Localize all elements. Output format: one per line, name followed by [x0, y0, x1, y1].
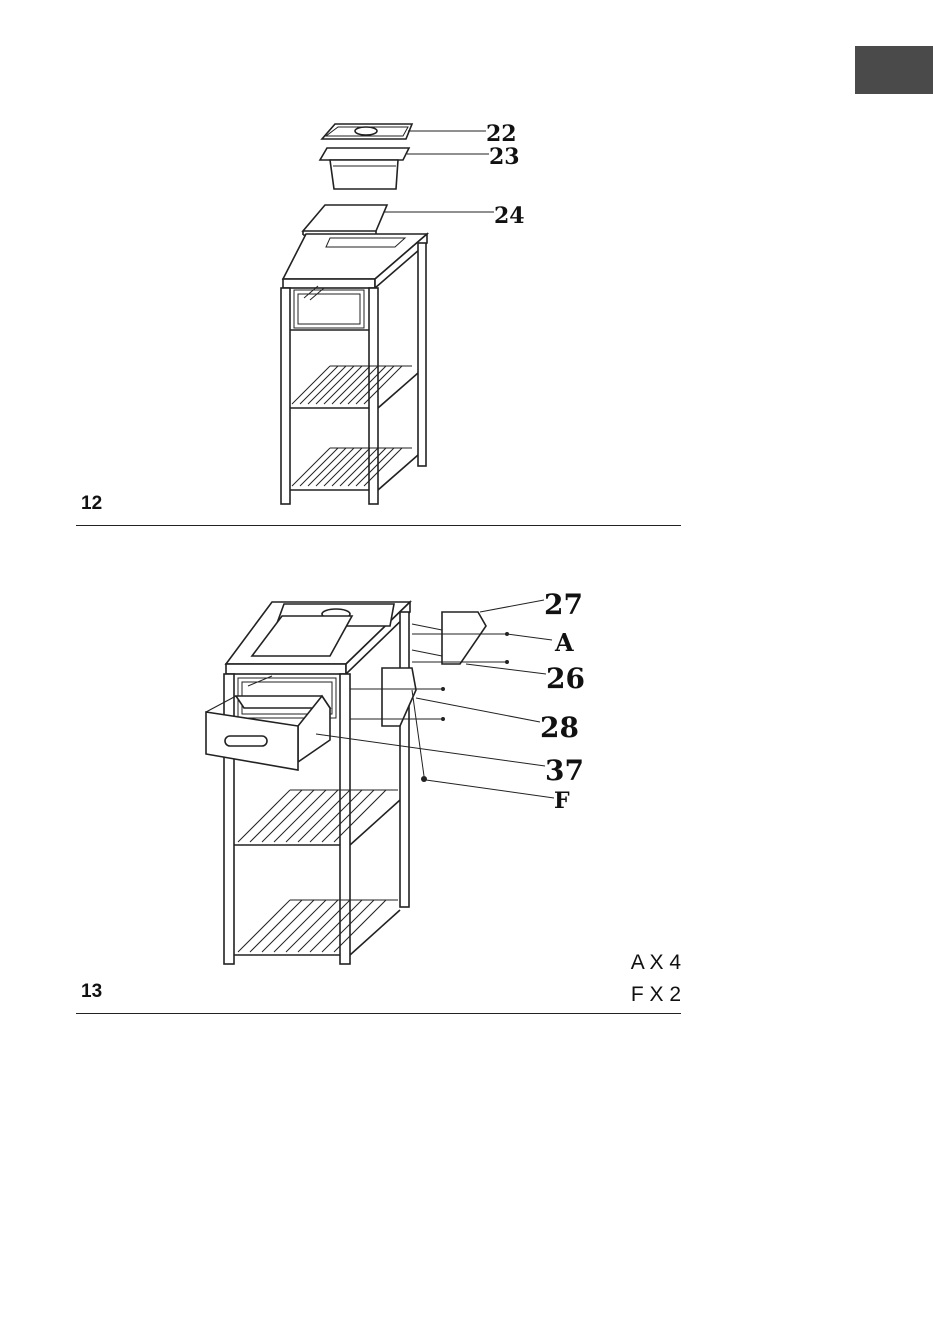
callout-26: 26 [546, 662, 585, 695]
callout-a: A [554, 628, 574, 657]
callout-37: 37 [545, 754, 584, 787]
callout-27: 27 [544, 588, 583, 621]
screw-f [412, 690, 427, 782]
quantity-a: A X 4 [631, 951, 681, 975]
step-12-cabinet [281, 234, 427, 504]
callout-f: F [554, 788, 570, 814]
part-24-board [303, 205, 387, 235]
step-12-illustration: 22 23 24 [281, 121, 525, 504]
callout-23: 23 [489, 144, 520, 170]
quantity-f: F X 2 [631, 983, 681, 1007]
step-13-illustration: 27 A 26 28 37 F [206, 588, 585, 964]
part-22-lid [322, 124, 412, 139]
part-28-bracket [382, 668, 416, 726]
callout-28: 28 [540, 711, 579, 744]
section-divider [76, 1013, 681, 1014]
step-number-12: 12 [81, 493, 102, 515]
step-number-13: 13 [81, 981, 102, 1003]
part-27-towel-bar [412, 612, 486, 664]
section-divider [76, 525, 681, 526]
part-23-pan [320, 148, 409, 189]
callout-24: 24 [494, 203, 525, 229]
